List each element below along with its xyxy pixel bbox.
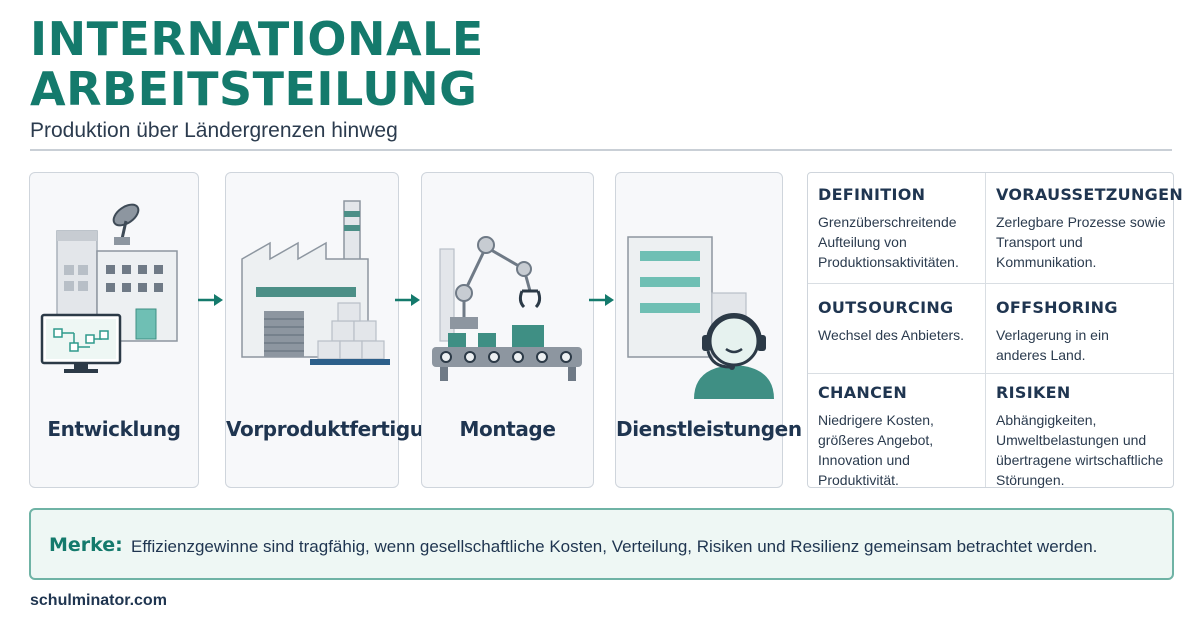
merke-text: Effizienzgewinne sind tragfähig, wenn ge… [131, 537, 1098, 556]
grid-divider [985, 173, 986, 487]
step-label: Vorproduktfertigung [226, 417, 452, 441]
info-voraussetzungen: VORAUSSETZUNGEN Zerlegbare Prozesse sowi… [996, 185, 1184, 272]
step-dienstleistungen: Dienstleistungen [615, 172, 802, 488]
step-entwicklung: Entwicklung [29, 172, 199, 488]
info-definition: DEFINITION Grenzüberschreitende Aufteilu… [818, 185, 980, 272]
info-text: Verlagerung in ein anderes Land. [996, 327, 1109, 363]
info-offshoring: OFFSHORING Verlagerung in ein anderes La… [996, 298, 1146, 365]
merke-label: Merke: [49, 534, 123, 556]
info-risiken: RISIKEN Abhängigkeiten, Umweltbelastunge… [996, 383, 1166, 490]
info-heading: VORAUSSETZUNGEN [996, 185, 1184, 204]
info-heading: OUTSOURCING [818, 298, 954, 317]
step-label: Entwicklung [47, 417, 181, 441]
info-text: Abhängigkeiten, Umweltbelastungen und üb… [996, 412, 1164, 488]
info-heading: CHANCEN [818, 383, 908, 402]
page-subtitle: Produktion über Ländergrenzen hinweg [30, 119, 398, 142]
info-text: Niedrigere Kosten, größeres Angebot, Inn… [818, 412, 934, 488]
factory-icon [241, 200, 390, 365]
step-vorproduktfertigung: Vorproduktfertigung [225, 172, 452, 488]
info-heading: OFFSHORING [996, 298, 1118, 317]
title-divider [30, 149, 1172, 151]
info-outsourcing: OUTSOURCING Wechsel des Anbieters. [818, 298, 980, 345]
step-label: Dienstleistungen [616, 417, 802, 441]
page-title: INTERNATIONALE ARBEITSTEILUNG [30, 14, 484, 114]
grid-divider [808, 373, 1173, 374]
grid-divider [808, 283, 1173, 284]
info-heading: RISIKEN [996, 383, 1071, 402]
info-chancen: CHANCEN Niedrigere Kosten, größeres Ange… [818, 383, 978, 490]
info-grid: DEFINITION Grenzüberschreitende Aufteilu… [807, 172, 1184, 490]
arrow-right-icon [589, 294, 614, 306]
arrow-right-icon [395, 294, 420, 306]
footer-site: schulminator.com [30, 592, 167, 609]
research-building-icon [40, 203, 178, 373]
title-line-2: ARBEITSTEILUNG [30, 62, 478, 116]
step-montage: Montage [421, 172, 594, 488]
step-label: Montage [459, 417, 556, 441]
office-support-agent-icon [627, 236, 774, 399]
info-text: Zerlegbare Prozesse sowie Transport und … [996, 214, 1166, 270]
info-text: Wechsel des Anbieters. [818, 327, 965, 343]
arrow-right-icon [198, 294, 223, 306]
info-heading: DEFINITION [818, 185, 926, 204]
robot-arm-conveyor-icon [432, 236, 582, 381]
merke-box: Merke: Effizienzgewinne sind tragfähig, … [29, 508, 1174, 580]
title-line-1: INTERNATIONALE [30, 12, 484, 66]
info-text: Grenzüberschreitende Aufteilung von Prod… [818, 214, 959, 270]
